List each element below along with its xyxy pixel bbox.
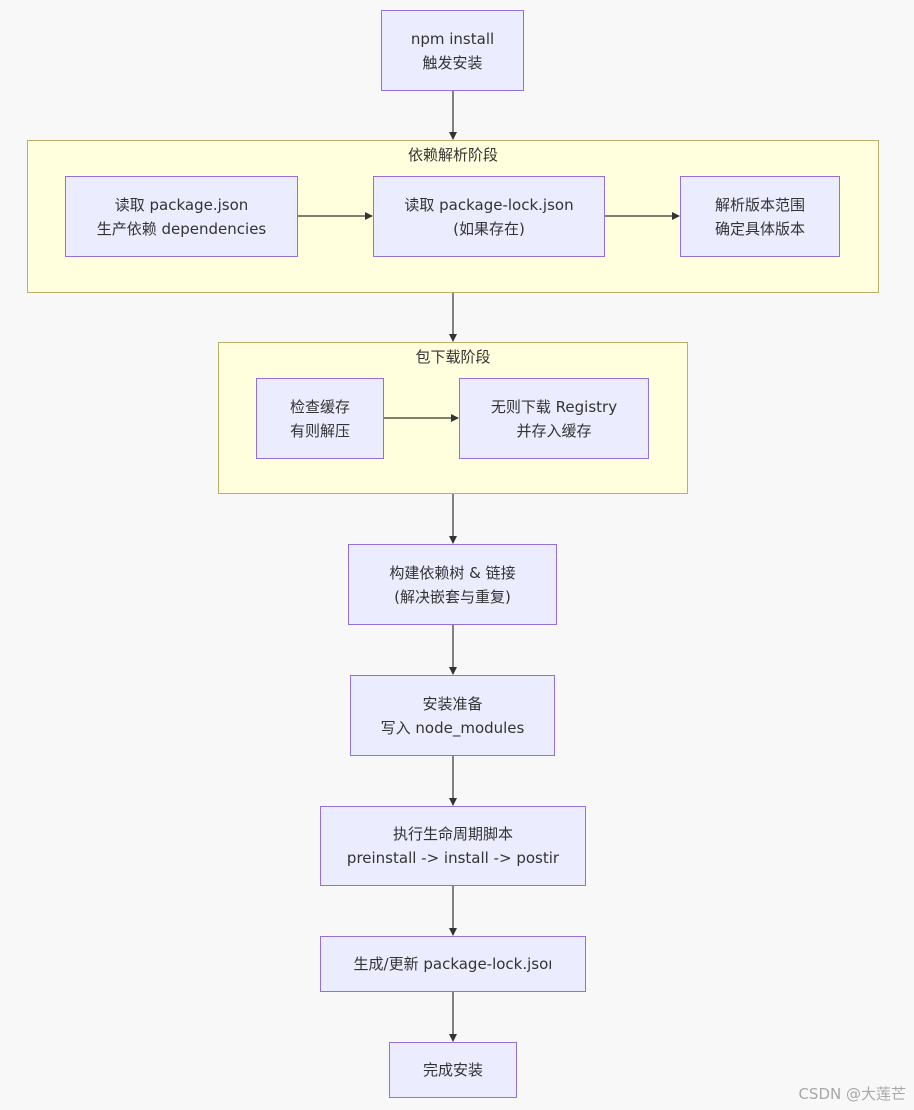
node-build-dependency-tree: 构建依赖树 & 链接 (解决嵌套与重复) [348, 544, 557, 625]
watermark: CSDN @大莲芒 [798, 1085, 906, 1103]
node-line: preinstall -> install -> postir [346, 849, 560, 867]
cluster-title: 依赖解析阶段 [407, 146, 498, 164]
node-line: 写入 node_modules [380, 718, 525, 737]
node-line: 有则解压 [289, 421, 350, 440]
node-line: 并存入缓存 [516, 421, 592, 440]
node-update-package-lock: 生成/更新 package-lock.jsoı [320, 936, 586, 992]
node-line: npm install [410, 29, 495, 48]
node-line: 确定具体版本 [714, 219, 805, 238]
node-line: (如果存在) [453, 219, 525, 238]
node-npm-install: npm install 触发安装 [381, 10, 524, 91]
node-resolve-versions: 解析版本范围 确定具体版本 [680, 176, 840, 257]
node-line: 检查缓存 [289, 397, 350, 416]
node-install-prepare: 安装准备 写入 node_modules [350, 675, 555, 756]
node-read-package-lock: 读取 package-lock.json (如果存在) [373, 176, 605, 257]
node-line: 触发安装 [422, 53, 483, 72]
node-line: 生产依赖 dependencies [96, 219, 267, 238]
node-line: 读取 package-lock.json [404, 195, 574, 214]
node-line: 执行生命周期脚本 [392, 825, 513, 843]
node-line: 完成安装 [422, 1061, 483, 1079]
node-line: 生成/更新 package-lock.jsoı [353, 955, 553, 973]
node-line: (解决嵌套与重复) [394, 587, 511, 606]
node-line: 读取 package.json [114, 195, 249, 214]
cluster-title: 包下载阶段 [415, 348, 491, 366]
node-read-package-json: 读取 package.json 生产依赖 dependencies [65, 176, 298, 257]
node-lifecycle-scripts: 执行生命周期脚本 preinstall -> install -> postir [320, 806, 586, 886]
node-line: 解析版本范围 [714, 195, 805, 214]
node-line: 安装准备 [422, 694, 483, 713]
node-line: 构建依赖树 & 链接 [389, 563, 516, 582]
node-install-complete: 完成安装 [389, 1042, 517, 1098]
node-download-registry: 无则下载 Registry 并存入缓存 [459, 378, 649, 459]
node-line: 无则下载 Registry [490, 397, 618, 416]
node-check-cache: 检查缓存 有则解压 [256, 378, 384, 459]
